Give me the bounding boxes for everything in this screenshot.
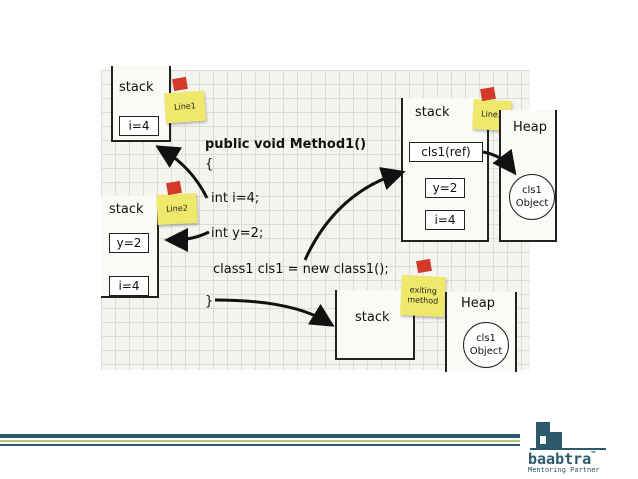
heap2-object-line-0: cls1 (476, 333, 496, 344)
arrow-ref (482, 148, 517, 176)
stack3-cell-0: cls1(ref) (409, 142, 483, 162)
logo-tm: ™ (591, 450, 596, 458)
heap2-object-line-1: Object (469, 346, 503, 357)
code-line3: class1 cls1 = new class1(); (213, 262, 389, 277)
footer-band-dark-2 (0, 444, 520, 446)
logo-wordmark: baabtra™ (528, 450, 595, 468)
arrow-exit (214, 298, 335, 327)
logo-word: baabtra (528, 450, 592, 468)
heap1-object-line-1: Object (515, 198, 549, 209)
stack1-cell-0: i=4 (119, 116, 159, 136)
code-open-brace: { (205, 157, 214, 172)
code-close-brace: } (205, 294, 214, 309)
footer-band-accent (0, 440, 520, 442)
stack4-title: stack (355, 310, 390, 325)
code-signature: public void Method1() (205, 137, 367, 152)
heap2-object: cls1 Object (463, 322, 509, 368)
stack2-cell-0: y=2 (109, 233, 149, 253)
baabtra-logo-icon (530, 422, 606, 450)
stack3-title: stack (415, 105, 450, 120)
heap1-object: cls1 Object (509, 174, 555, 220)
footer-band-dark (0, 434, 520, 438)
stack2-cell-1: i=4 (109, 276, 149, 296)
logo-subtitle: Mentoring Partner (528, 466, 600, 474)
heap1-object-line-0: cls1 (522, 185, 542, 196)
stack3-cell-2: i=4 (425, 210, 465, 230)
arrow-line2 (164, 227, 210, 252)
memory-diagram: stack i=4 Line1 public void Method1() { … (101, 66, 557, 372)
stack2-title: stack (109, 202, 144, 217)
code-line1: int i=4; (211, 191, 260, 206)
stack1-title: stack (119, 80, 154, 95)
code-line2: int y=2; (211, 226, 264, 241)
stack3-cell-1: y=2 (425, 178, 465, 198)
arrow-line3 (303, 167, 406, 261)
arrow-line1 (155, 145, 209, 199)
heap1-title: Heap (513, 120, 547, 135)
heap2-title: Heap (461, 296, 495, 311)
arrows-layer (155, 145, 517, 327)
